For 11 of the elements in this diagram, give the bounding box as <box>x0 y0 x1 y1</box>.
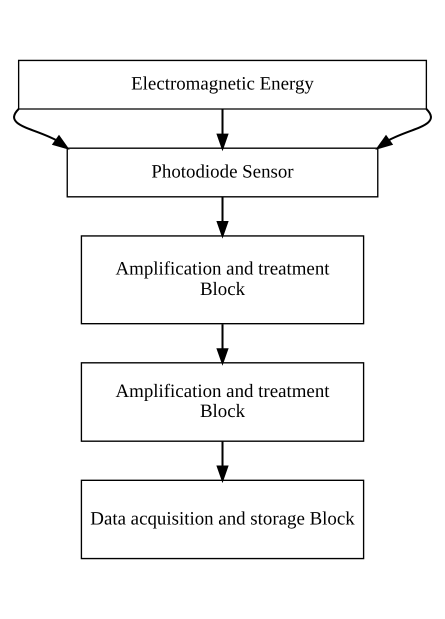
arrow <box>13 108 70 150</box>
arrow <box>216 109 229 152</box>
arrow <box>216 442 229 484</box>
node-box: Amplification and treatment Block <box>80 235 364 324</box>
arrow <box>216 324 229 366</box>
node-box: Amplification and treatment Block <box>80 362 364 442</box>
node-box: Data acquisition and storage Block <box>80 480 364 560</box>
arrow <box>375 108 432 150</box>
node-box: Electromagnetic Energy <box>18 60 428 110</box>
node-box: Photodiode Sensor <box>66 147 378 198</box>
arrow <box>216 197 229 239</box>
